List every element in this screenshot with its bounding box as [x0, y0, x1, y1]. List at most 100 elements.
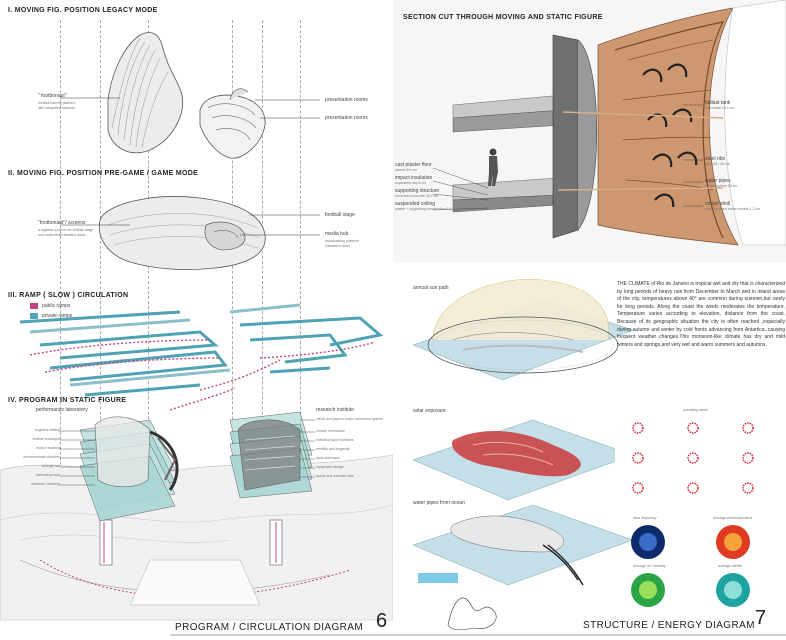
sun-path-diagram — [412, 279, 634, 381]
section-cut-left-labels: cast plaster floor screed 5.0 cm impact … — [395, 162, 458, 214]
program-label: enhance / learning — [31, 482, 60, 486]
performance-lab-building — [79, 416, 179, 522]
program-label: cognitive testing — [34, 428, 60, 432]
footbonaut-sub-2: with integrated machine — [38, 106, 75, 110]
avg-humidity-label: average rel. humidity — [633, 564, 666, 568]
program-label: sports and exercise labs — [316, 474, 354, 478]
layer-label: cast plaster floor screed 5.0 cm — [395, 162, 455, 175]
program-label: football technique — [32, 437, 60, 441]
layer-label: supporting structure reinforced concrete… — [395, 188, 455, 201]
layer-sub: plaster + supporting construction 5.0 cm — [395, 207, 458, 211]
legend-public-swatch — [30, 303, 38, 309]
program-label: mobility and longevity — [316, 447, 350, 451]
water-pipes-label: water pipes from ocean — [413, 500, 465, 506]
layer-label: impact insulation expanded clay 6 cm — [395, 175, 455, 188]
performance-lab-label: performance laboratory — [36, 407, 88, 413]
legacy-shell-figure — [107, 32, 184, 154]
water-pipes-diagram — [412, 504, 634, 586]
layer-label: suspended ceiling plaster + supporting c… — [395, 201, 458, 214]
layer-label: corian shell thermoformed corian sheets … — [705, 201, 785, 223]
right-panel: SECTION CUT THROUGH MOVING AND STATIC FI… — [393, 0, 786, 640]
layer-sub: polypropylene 30 cm — [705, 184, 738, 188]
layer-title: impact insulation — [395, 175, 433, 181]
section-cut-right-labels: ballast tank cast metal 15.0 cm steel ri… — [705, 100, 785, 223]
section-cut-title: SECTION CUT THROUGH MOVING AND STATIC FI… — [403, 14, 603, 21]
page-number-7: 7 — [755, 607, 767, 629]
program-label: individual sport surfaces — [316, 438, 354, 442]
right-program-labels: visual and psycho motor movement system … — [316, 417, 388, 483]
layer-title: ballast tank — [705, 100, 731, 106]
layer-label: water pipes polypropylene 30 cm — [705, 178, 785, 201]
layer-sub: expanded clay 6 cm — [395, 181, 427, 185]
ramp-circulation-drawing — [19, 303, 384, 411]
section-title-game-mode: II. MOVING FIG. POSITION PRE-GAME / GAME… — [8, 170, 199, 177]
program-label: strength lab — [41, 464, 60, 468]
prevailing-winds-charts — [615, 405, 775, 505]
research-institute-label: research institute — [316, 407, 355, 413]
screens-sub-2: and underneath situated plaza ... — [38, 233, 89, 237]
section-title-static-figure: IV. PROGRAM IN STATIC FIGURE — [8, 397, 127, 404]
guide-line — [100, 20, 101, 560]
screens-sub-1: a logistics screens for football stage — [38, 228, 94, 232]
prevailing-winds-label: prevailing winds — [683, 408, 708, 412]
avg-temperature-label: average and temperature — [713, 516, 753, 520]
section-title-legacy-mode: I. MOVING FIG. POSITION LEGACY MODE — [8, 7, 158, 14]
avg-rainfall-label: average rainfall — [718, 564, 742, 568]
climate-disc-charts — [631, 525, 750, 607]
legend-private-label: private ramps — [42, 313, 73, 319]
layer-sub: cast metal 15.0 cm — [705, 106, 735, 110]
presentation-rooms-label-1: presentation rooms — [325, 97, 368, 103]
guide-line — [262, 20, 263, 560]
football-stage-label: football stage — [325, 212, 355, 218]
research-institute-building — [229, 411, 313, 499]
guide-line — [232, 20, 233, 560]
game-mode-figure — [98, 196, 266, 271]
layer-sub: thermoformed corian sheets 1.2 cm — [705, 207, 761, 211]
legacy-open-shell — [199, 88, 266, 159]
legend-public-label: public ramps — [42, 303, 71, 309]
layer-sub: reinforced concrete 30.0 cm — [395, 194, 439, 198]
screens-label: "footbonaut"/ screens — [38, 220, 86, 226]
solar-exposure-label: solar exposure — [413, 408, 446, 414]
program-label: motion tracking — [36, 446, 60, 450]
guide-line — [60, 20, 61, 560]
section-cut-figure — [452, 0, 786, 246]
program-label: equipment design — [316, 465, 344, 469]
climate-paragraph: THE CLIMATE of Rio de Janeiro is tropica… — [617, 281, 785, 348]
solar-exposure-diagram — [412, 419, 634, 501]
footbonaut-label: " footbonaut" — [38, 93, 67, 99]
media-hub-label: media hub — [325, 231, 349, 237]
guide-line — [300, 20, 301, 560]
layer-label: ballast tank cast metal 15.0 cm — [705, 100, 785, 156]
layer-sub: steel 60 / 20 cm — [705, 162, 730, 166]
structure-energy-title: STRUCTURE / ENERGY DIAGRAM — [583, 620, 755, 631]
layer-title: steel ribs — [705, 156, 726, 162]
footbonaut-sub-1: football training platform — [38, 101, 76, 105]
program-label: environmental chamber — [23, 455, 60, 459]
program-circulation-title: PROGRAM / CIRCULATION DIAGRAM — [175, 622, 364, 633]
section-title-ramp-circulation: III. RAMP ( SLOW ) CIRCULATION — [8, 292, 129, 299]
media-hub-sub-2: interactive sport — [325, 244, 350, 248]
program-label: sport technique — [316, 456, 340, 460]
layer-title: corian shell — [705, 201, 731, 207]
layer-sub: screed 5.0 cm — [395, 168, 417, 172]
page-number-6: 6 — [376, 610, 388, 632]
person-silhouette — [488, 148, 498, 186]
sun-path-label: annual sun path — [413, 285, 449, 291]
legend-private-swatch — [30, 313, 38, 319]
layer-title: cast plaster floor — [395, 162, 432, 168]
media-hub-sub-1: broadcasting platform — [325, 239, 359, 243]
left-panel: I. MOVING FIG. POSITION LEGACY MODE — [0, 7, 393, 636]
layer-title: water pipes — [705, 178, 731, 184]
wind-frequency-label: wind frequency — [633, 516, 657, 520]
right-panel-drawings — [393, 0, 786, 636]
layer-title: suspended ceiling — [395, 201, 436, 207]
left-panel-drawings — [0, 32, 393, 636]
program-label: muscle mechanics — [316, 429, 345, 433]
presentation-rooms-label-2: presentation rooms — [325, 115, 368, 121]
layer-title: supporting structure — [395, 188, 440, 194]
program-label: swimming track — [35, 473, 60, 477]
layer-label: steel ribs steel 60 / 20 cm — [705, 156, 785, 178]
guide-line — [148, 20, 149, 560]
left-program-labels: cognitive testing football technique mot… — [8, 428, 60, 491]
